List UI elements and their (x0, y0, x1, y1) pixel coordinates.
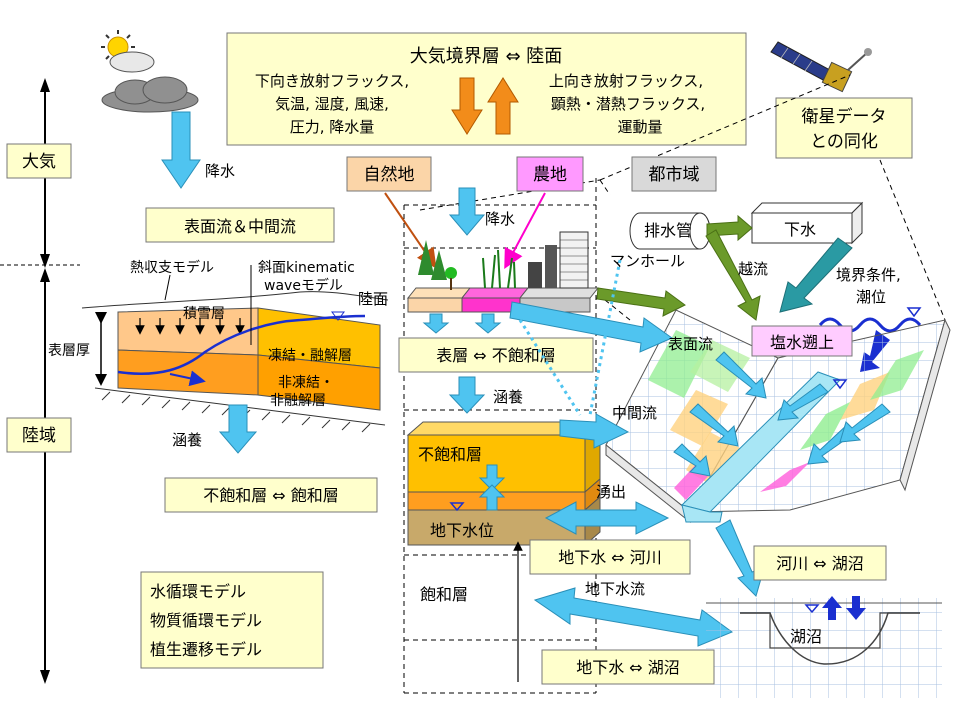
surface-unsat-label: 表層 ⇔ 不飽和層 (436, 346, 556, 365)
interflow-label: 中間流 (612, 404, 657, 422)
sewer-label: 下水 (784, 220, 816, 239)
atmosphere-box (6, 143, 72, 179)
overflow-arrow (705, 229, 761, 321)
land-box (6, 417, 72, 453)
gw-lake-label: 地下水 ⇔ 湖沼 (576, 658, 680, 677)
natural-land-label: 自然地 (364, 165, 415, 185)
gw-river-label: 地下水 ⇔ 河川 (558, 548, 662, 567)
tide-wave (818, 317, 922, 333)
gw-lake-box (541, 649, 715, 685)
sun-icon (101, 30, 155, 73)
lake-label: 湖沼 (790, 627, 822, 646)
boundary-down-line1: 下向き放射フラックス, (255, 72, 409, 90)
sewer-outflow-arrow (779, 237, 853, 313)
drain-pipe (629, 212, 711, 250)
satellite-box (775, 97, 913, 159)
satellite-icon (770, 41, 872, 93)
saltwater-box (751, 325, 853, 357)
heat-balance-label: 熱収支モデル (130, 259, 214, 276)
snow-layer-label: 積雪層 (183, 306, 225, 322)
river-mouth (681, 504, 723, 523)
satellite-line1: 衛星データ (802, 106, 887, 127)
interflow-arrow (559, 413, 630, 449)
snow-slope-model (81, 265, 389, 433)
gw-river-box (529, 539, 691, 575)
urban-land-label: 都市域 (649, 165, 700, 185)
tide-label: 潮位 (856, 288, 886, 306)
surface-interflow-box (145, 207, 335, 243)
models-box (140, 571, 324, 669)
recharge-arrow-center (448, 376, 486, 414)
recharge-center-label: 涵養 (493, 388, 523, 406)
flux-down-arrow (451, 77, 483, 135)
model-item-2: 物質循環モデル (150, 611, 262, 630)
boundary-title: 大気境界層 ⇔ 陸面 (410, 46, 563, 67)
manhole-label: マンホール (610, 252, 685, 270)
unsat-sat-box-left (164, 477, 378, 513)
unfrozen-line2-label: 非融解層 (270, 393, 326, 409)
precipitation-center-label: 降水 (485, 210, 515, 228)
frozen-layer-label: 凍結・融解層 (268, 348, 352, 364)
farm-land-label: 農地 (533, 165, 567, 185)
sewer-box (750, 201, 864, 245)
land-label: 陸域 (22, 426, 56, 446)
precipitation-left-label: 降水 (205, 162, 235, 180)
atmosphere-label: 大気 (22, 152, 56, 172)
boundary-up-line1: 上向き放射フラックス, (549, 72, 703, 90)
river-lake-arrow (715, 519, 765, 597)
boundary-down-line3: 圧力, 降水量 (290, 118, 375, 136)
slope-flow-arrows (673, 351, 891, 477)
drain-label: 排水管 (644, 221, 692, 240)
surface-flow-arrow (509, 301, 674, 353)
recharge-arrow-left (218, 404, 258, 454)
surface-unsat-box (398, 337, 594, 373)
land-surface-label: 陸面 (358, 290, 388, 308)
farm-land-box (516, 156, 584, 192)
boundary-down-line2: 気温, 湿度, 風速, (275, 95, 389, 113)
sat-layer-label: 飽和層 (420, 585, 468, 604)
recharge-left-label: 涵養 (172, 431, 202, 449)
unfrozen-line1-label: 非凍結・ (278, 375, 334, 391)
surface-flow-label: 表面流 (668, 335, 713, 353)
boundary-up-line2: 顕熱・潜熱フラックス, (551, 95, 705, 113)
exfiltration-label: 湧出 (596, 483, 626, 501)
precipitation-arrow-left (161, 111, 201, 189)
groundwater-level-label: 地下水位 (430, 521, 494, 540)
tide-level-marker (906, 307, 922, 318)
kinematic-line1-label: 斜面kinematic (258, 260, 355, 276)
unsat-sat-left-label: 不飽和層 ⇔ 飽和層 (203, 486, 339, 505)
infiltration-arrow-farm (474, 313, 502, 334)
boundary-box (226, 32, 747, 146)
urban-land-box (631, 156, 717, 192)
flux-up-arrow (487, 77, 519, 135)
satellite-line2: との同化 (810, 132, 878, 152)
boundary-up-line3: 運動量 (617, 118, 662, 136)
lake-section (706, 596, 942, 698)
overflow-label: 越流 (738, 260, 768, 278)
rain-cloud-icon (101, 76, 199, 113)
boundary-condition-label: 境界条件, (836, 266, 901, 284)
exfiltration-arrow (544, 501, 670, 535)
natural-land-box (346, 156, 432, 192)
unsat-layer-label: 不飽和層 (418, 445, 482, 464)
river-lake-label: 河川 ⇔ 湖沼 (776, 554, 864, 573)
gw-flow-label: 地下水流 (585, 580, 645, 598)
river-lake-box (753, 545, 887, 581)
river-level-marker (832, 379, 848, 390)
surface-interflow-label: 表面流＆中間流 (184, 217, 296, 236)
kinematic-line2-label: waveモデル (264, 277, 343, 294)
surface-depth-label: 表層厚 (48, 343, 90, 359)
model-item-3: 植生遷移モデル (150, 640, 262, 659)
infiltration-dotted-line (518, 319, 582, 416)
urban-runoff-arrow (596, 287, 686, 317)
farm-pointer (504, 192, 546, 270)
infiltration-arrow-natural (422, 313, 450, 334)
model-item-1: 水循環モデル (150, 582, 246, 601)
land-surface-blocks (406, 231, 600, 313)
saltwater-label: 塩水遡上 (770, 333, 834, 352)
leakage-dotted-line (588, 259, 622, 416)
precipitation-arrow-center (448, 187, 486, 236)
